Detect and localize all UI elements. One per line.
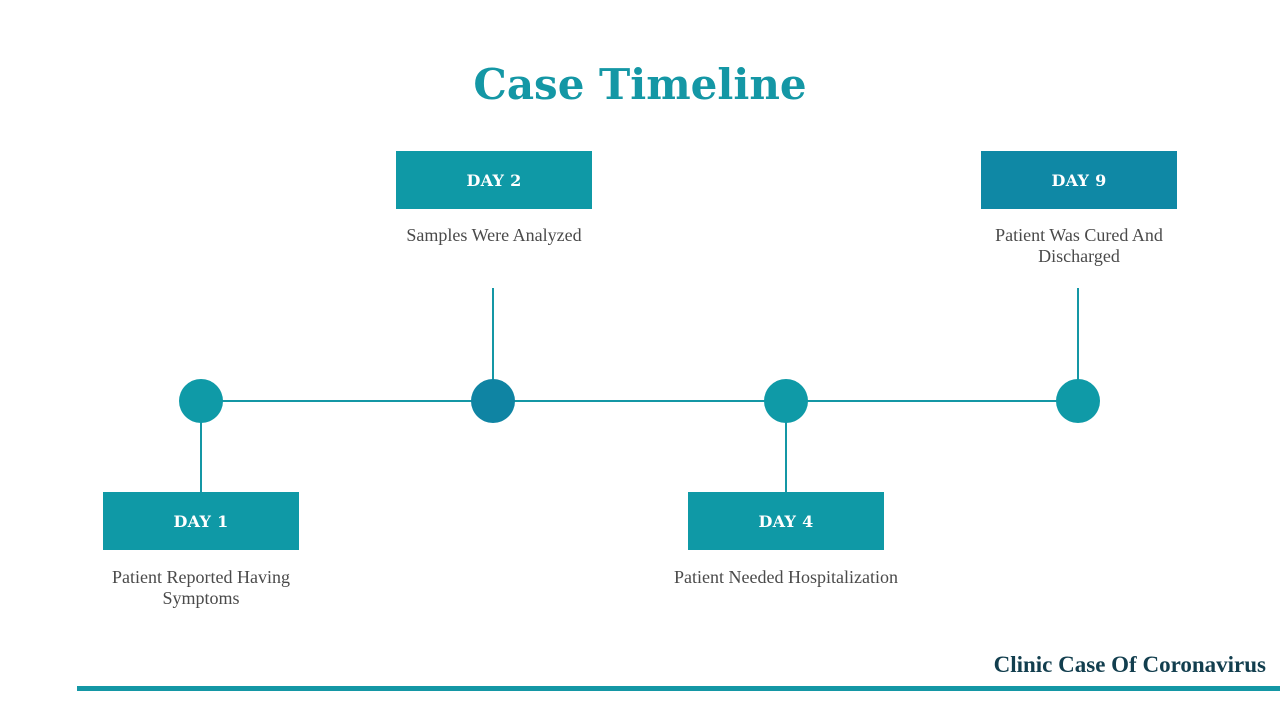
connector-day-4 [785,402,787,492]
connector-day-9 [1077,288,1079,400]
timeline-node-day-1 [179,379,223,423]
event-description-4: Patient Needed Hospitalization [674,567,898,587]
event-description-9: Patient Was Cured And Discharged [995,225,1163,266]
timeline-line [201,400,1078,402]
day-box-2: DAY 2 [396,151,592,209]
footer-rule [77,686,1280,691]
connector-day-1 [200,402,202,492]
event-description-1: Patient Reported Having Symptoms [112,567,290,608]
slide-title: Case Timeline [473,60,807,109]
timeline-node-day-9 [1056,379,1100,423]
footer-title: Clinic Case Of Coronavirus [993,652,1266,677]
timeline-node-day-4 [764,379,808,423]
connector-day-2 [492,288,494,400]
day-box-9: DAY 9 [981,151,1177,209]
event-description-2: Samples Were Analyzed [406,225,582,245]
day-box-1: DAY 1 [103,492,299,550]
day-box-4: DAY 4 [688,492,884,550]
timeline-node-day-2 [471,379,515,423]
